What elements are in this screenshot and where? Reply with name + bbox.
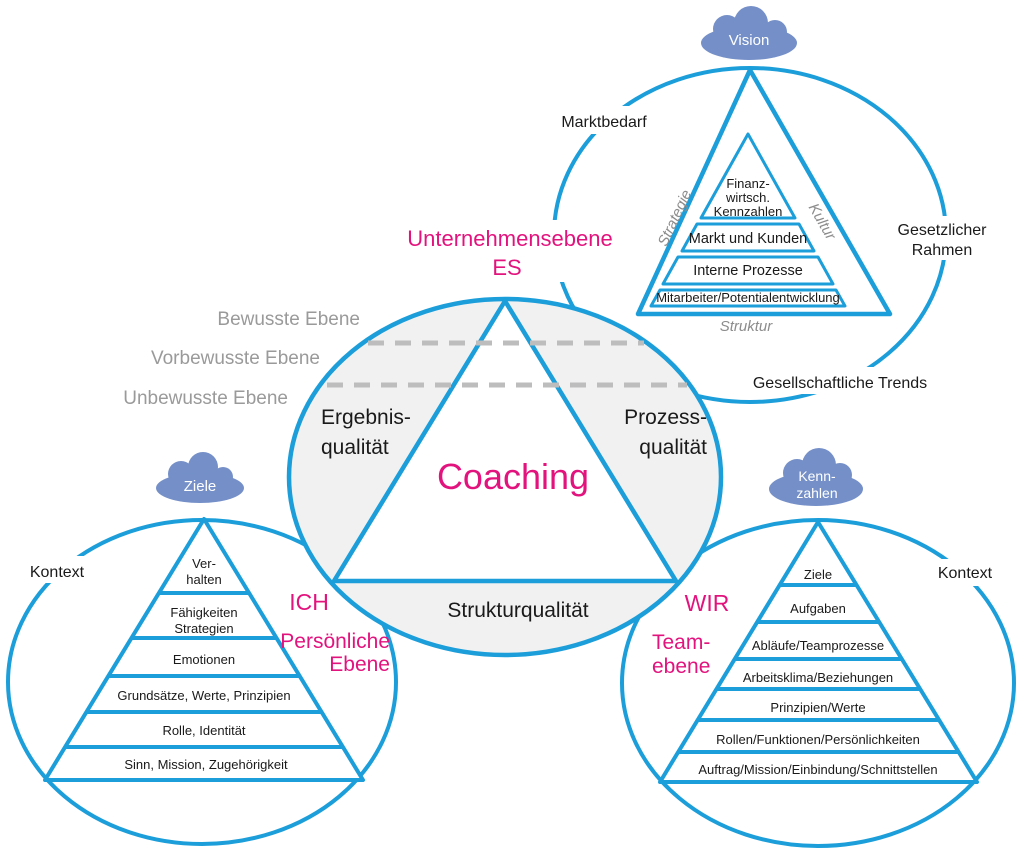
kontext-right-label: Kontext xyxy=(938,565,993,582)
personal-pyramid xyxy=(43,517,365,782)
enterprise-outer-pyramid xyxy=(635,67,893,317)
struktur-label: Struktur xyxy=(720,318,774,335)
es-layer-1-line-2: wirtsch. xyxy=(725,190,770,205)
ziele-cloud-label: Ziele xyxy=(184,478,217,495)
es-layer-3-label: Interne Prozesse xyxy=(693,263,803,279)
kultur-label: Kultur xyxy=(805,201,840,244)
es-layer-1-shape xyxy=(699,132,797,220)
marktbedarf-gap xyxy=(552,106,656,134)
team-label: Team- xyxy=(652,631,710,654)
gesetzlicher-gap xyxy=(888,216,990,260)
enterprise-circle-group: Finanz- wirtsch. Kennzahlen Markt und Ku… xyxy=(398,6,990,404)
personal-layer-1-line-1: Ver- xyxy=(192,556,216,571)
team-layer-5-label: Prinzipien/Werte xyxy=(770,700,865,715)
prozess-label-line-1: Prozess- xyxy=(624,406,707,429)
unbewusste-ebene-label: Unbewusste Ebene xyxy=(123,388,288,409)
ergebnis-label-line-2: qualität xyxy=(321,436,389,459)
wir-label: WIR xyxy=(685,590,730,616)
vision-cloud-icon: Vision xyxy=(701,6,797,60)
personal-layer-3-label: Emotionen xyxy=(173,652,235,667)
vorbewusste-ebene-label: Vorbewusste Ebene xyxy=(151,348,320,369)
es-label: ES xyxy=(492,255,521,280)
es-layer-3-shape xyxy=(661,255,835,286)
coaching-triangle xyxy=(331,298,679,584)
prozess-label-line-2: qualität xyxy=(639,436,707,459)
team-circle xyxy=(620,518,1016,848)
coaching-label: Coaching xyxy=(437,456,589,497)
vision-cloud-label: Vision xyxy=(729,32,770,49)
personal-layer-2-line-2: Strategien xyxy=(174,621,233,636)
es-layer-4-label: Mitarbeiter/Potentialentwicklung xyxy=(656,290,840,305)
team-pyramid xyxy=(658,520,979,784)
persoenliche-label: Persönliche xyxy=(280,630,390,653)
es-layer-2-label: Markt und Kunden xyxy=(689,231,808,247)
gesetzlicher-label-line-2: Rahmen xyxy=(912,242,972,259)
es-layer-1-line-1: Finanz- xyxy=(726,176,769,191)
kennzahlen-cloud-line-2: zahlen xyxy=(796,485,837,501)
kennzahlen-cloud-line-1: Kenn- xyxy=(798,468,836,484)
personal-layer-4-label: Grundsätze, Werte, Prinzipien xyxy=(117,688,290,703)
team-circle-group: Ziele Aufgaben Abläufe/Teamprozesse Arbe… xyxy=(620,448,1016,848)
kennzahlen-cloud-icon: Kenn- zahlen xyxy=(769,448,863,506)
unternehmensebene-label: Unternehmensebene xyxy=(407,226,612,251)
es-layer-1-line-3: Kennzahlen xyxy=(714,204,783,219)
enterprise-title-group: Unternehmensebene ES xyxy=(407,226,612,280)
personal-circle-group: Ver- halten Fähigkeiten Strategien Emoti… xyxy=(6,452,398,846)
kontext-left-gap xyxy=(18,556,96,583)
es-layer-2-shape xyxy=(680,222,816,253)
personal-layer-2-line-1: Fähigkeiten xyxy=(170,605,237,620)
es-layer-4-shape xyxy=(649,288,847,308)
trends-label: Gesellschaftliche Trends xyxy=(753,375,927,392)
ich-label: ICH xyxy=(289,589,329,615)
enterprise-title-gap xyxy=(398,220,620,282)
gesetzlicher-label-line-1: Gesetzlicher xyxy=(898,222,988,239)
team-layer-6-label: Rollen/Funktionen/Persönlichkeiten xyxy=(716,732,920,747)
trends-gap xyxy=(744,367,936,394)
personal-layer-5-label: Rolle, Identität xyxy=(162,723,245,738)
coaching-ellipse-group: Ergebnis- qualität Prozess- qualität Coa… xyxy=(286,296,724,658)
team-layer-3-label: Abläufe/Teamprozesse xyxy=(752,638,884,653)
kontext-left-label: Kontext xyxy=(30,564,85,581)
personal-layer-6-label: Sinn, Mission, Zugehörigkeit xyxy=(124,757,288,772)
strukturqualitaet-label: Strukturqualität xyxy=(447,599,588,622)
team-layer-4-label: Arbeitsklima/Beziehungen xyxy=(743,670,893,685)
team-layer-7-label: Auftrag/Mission/Einbindung/Schnittstelle… xyxy=(698,762,937,777)
marktbedarf-label: Marktbedarf xyxy=(561,114,647,131)
team-ebene-label: ebene xyxy=(652,655,710,678)
personal-layer-1-line-2: halten xyxy=(186,572,221,587)
team-layer-1-label: Ziele xyxy=(804,567,832,582)
level-labels-group: Bewusste Ebene Vorbewusste Ebene Unbewus… xyxy=(123,309,360,409)
kontext-right-gap xyxy=(926,559,1006,586)
team-layer-2-label: Aufgaben xyxy=(790,601,846,616)
ziele-cloud-icon: Ziele xyxy=(156,452,244,503)
persoenliche-ebene-label: Ebene xyxy=(329,653,390,676)
bewusste-ebene-label: Bewusste Ebene xyxy=(217,309,360,330)
ergebnis-label-line-1: Ergebnis- xyxy=(321,406,411,429)
